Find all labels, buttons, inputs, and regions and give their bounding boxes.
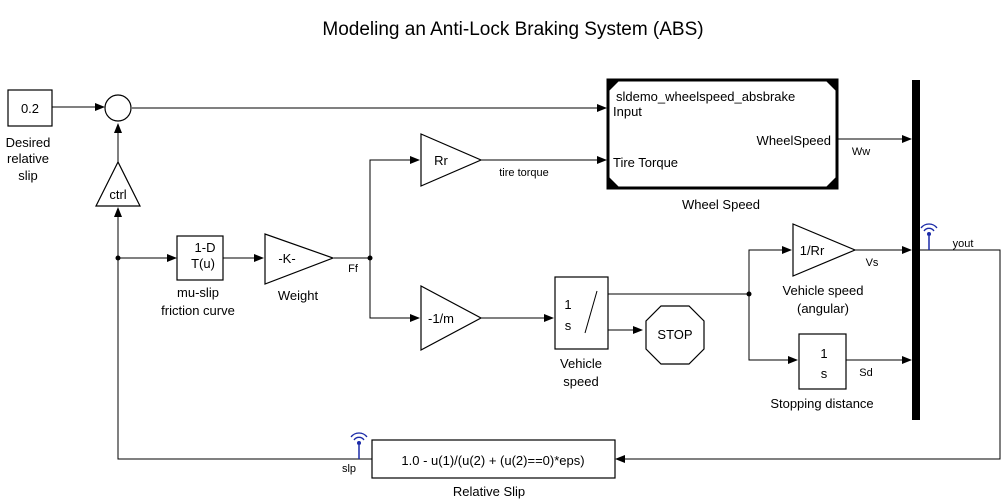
wire-vs-to-invrr [748,246,792,294]
weight-gain-block[interactable] [264,233,335,285]
wheelspeed-label: Wheel Speed [682,197,760,212]
inv-mass-gain-block[interactable] [420,285,483,351]
inv-rr-gain-block[interactable] [792,223,857,277]
wire-slip-to-ctrl [114,207,372,460]
vs-label-1: Vehicle speed [783,283,864,298]
subsystem-corner-bl [608,176,620,188]
mu-label-2: friction curve [161,303,235,318]
wheelspeed-model-name: sldemo_wheelspeed_absbrake [616,89,795,104]
signal-tire-torque: tire torque [499,167,549,179]
vehicle-speed-label-1: Vehicle [560,356,602,371]
integrator-den: s [565,318,572,333]
subsystem-corner-br [825,176,837,188]
relative-slip-fcn[interactable] [371,439,616,479]
subsystem-corner-tr [825,80,837,92]
relslip-expression: 1.0 - u(1)/(u(2) + (u(2)==0)*eps) [401,453,584,468]
desired-slip-constant[interactable] [7,89,53,127]
wire-yout-to-relslip [615,249,1001,463]
mu-table-line1: 1-D [195,240,216,255]
inv-rr-gain-value: 1/Rr [800,243,825,258]
desired-label-2: relative [7,151,49,166]
inv-mass-gain-value: -1/m [428,311,454,326]
desired-label-1: Desired [6,135,51,150]
slp-log-icon [350,432,368,459]
vehicle-speed-label-2: speed [563,374,598,389]
wheel-speed-subsystem[interactable] [606,78,839,190]
desired-const-value: 0.2 [21,101,39,116]
rr-gain-block[interactable] [420,133,483,187]
integrator-limit-slash [584,290,598,334]
stop-block[interactable] [645,305,705,365]
mu-table-line2: T(u) [191,256,215,271]
integrator-num: 1 [564,297,571,312]
signal-slp: slp [342,463,356,475]
wheelspeed-port-out: WheelSpeed [757,133,831,148]
junction-slip [115,255,121,261]
vs-label-2: (angular) [797,301,849,316]
ctrl-gain-block[interactable] [95,160,141,207]
wire-ff-to-invm [369,258,420,322]
signal-yout: yout [953,238,974,250]
ctrl-label: ctrl [109,187,126,202]
mu-slip-lookup-block[interactable] [176,235,224,281]
yout-log-icon [920,223,938,250]
signal-sd: Sd [859,367,872,379]
wire-ff-to-rr [369,156,420,258]
diagram-title: Modeling an Anti-Lock Braking System (AB… [322,19,703,40]
sum-block[interactable] [104,94,132,122]
subsystem-corner-tl [608,80,620,92]
rr-gain-value: Rr [434,153,448,168]
stopdist-num: 1 [820,346,827,361]
weight-label: Weight [278,288,319,303]
weight-gain-value: -K- [278,251,295,266]
signal-vs: Vs [866,257,879,269]
stopping-distance-integrator[interactable] [798,333,847,390]
vehicle-speed-integrator[interactable] [554,276,609,350]
wheelspeed-port-input: Input [613,104,642,119]
mu-label-1: mu-slip [177,285,219,300]
wheelspeed-port-torque: Tire Torque [613,155,678,170]
desired-label-3: slip [18,168,38,183]
wire-vs-to-stopdist [748,294,798,364]
stop-label: STOP [657,327,692,342]
stopdist-den: s [821,366,828,381]
mux-bar[interactable] [912,80,920,420]
signal-ff: Ff [348,263,359,275]
relslip-label: Relative Slip [453,484,525,499]
signal-ww: Ww [852,146,870,158]
stopdist-label: Stopping distance [770,396,873,411]
